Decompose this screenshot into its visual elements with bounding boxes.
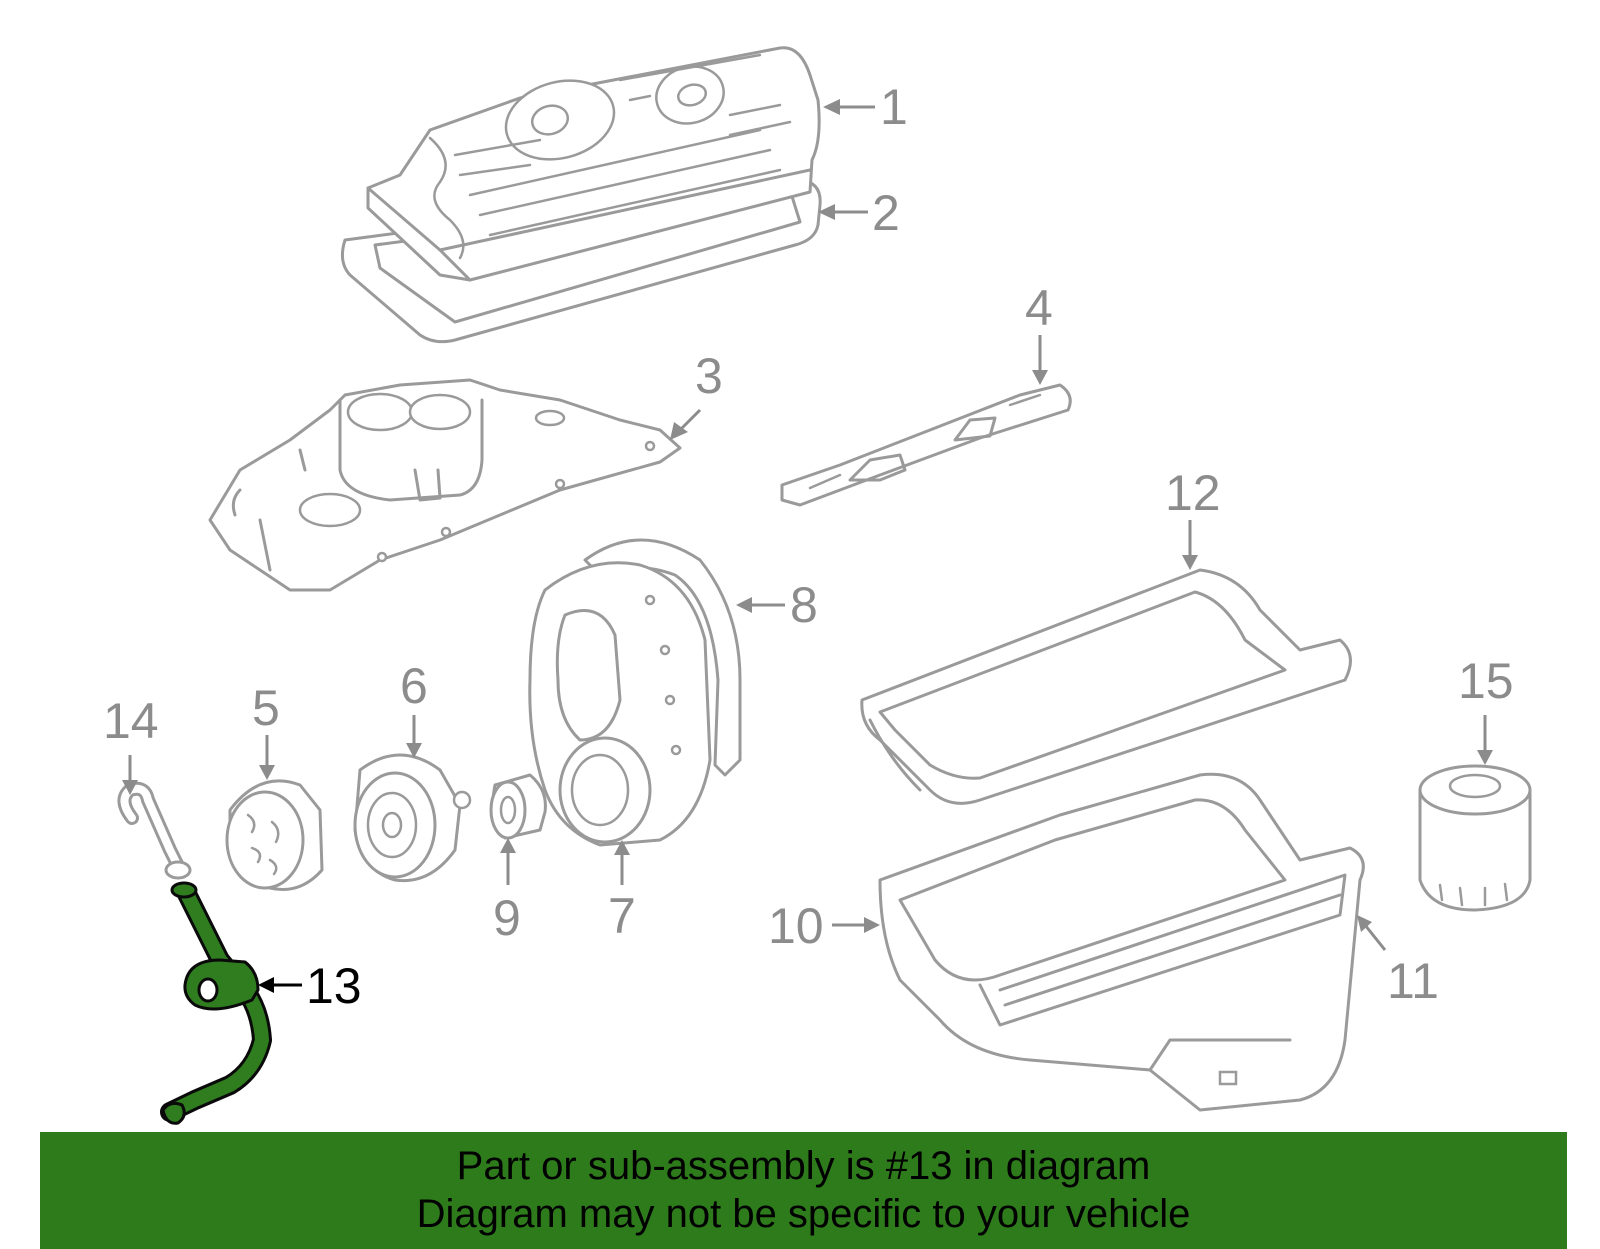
callout-3: 3 bbox=[695, 348, 723, 404]
part-10-oil-pan bbox=[878, 772, 1365, 1112]
part-1-valve-cover bbox=[366, 46, 821, 282]
part-8-timing-gasket bbox=[583, 538, 742, 777]
callout-9: 9 bbox=[493, 890, 521, 946]
callout-2: 2 bbox=[872, 185, 900, 241]
banner-text: Part or sub-assembly is #13 in diagram D… bbox=[40, 1142, 1567, 1238]
part-11-gasket-edge bbox=[1003, 893, 1342, 1007]
part-13-oil-pickup-tube[interactable] bbox=[160, 881, 272, 1125]
callout-14: 14 bbox=[103, 693, 159, 749]
callout-12: 12 bbox=[1165, 465, 1221, 521]
callout-7: 7 bbox=[608, 888, 636, 944]
banner-line-2: Diagram may not be specific to your vehi… bbox=[416, 1192, 1191, 1236]
callout-4: 4 bbox=[1025, 280, 1053, 336]
callout-6: 6 bbox=[400, 658, 428, 714]
part-6-pulley bbox=[353, 753, 472, 883]
part-3-intake-manifold bbox=[208, 378, 682, 592]
info-banner: Part or sub-assembly is #13 in diagram D… bbox=[40, 1132, 1567, 1249]
part-15-oil-filter bbox=[1418, 764, 1532, 912]
callout-10: 10 bbox=[768, 898, 824, 954]
callout-8: 8 bbox=[790, 577, 818, 633]
callout-labels: 1 2 3 4 12 8 15 14 5 6 9 7 10 11 13 bbox=[103, 79, 1514, 1014]
part-9-seal bbox=[489, 773, 547, 840]
callout-1: 1 bbox=[880, 79, 908, 135]
part-14-hose bbox=[117, 781, 192, 880]
callout-15: 15 bbox=[1458, 653, 1514, 709]
part-7-timing-cover bbox=[528, 561, 712, 847]
callout-11: 11 bbox=[1387, 953, 1439, 1009]
banner-line-1: Part or sub-assembly is #13 in diagram bbox=[456, 1144, 1151, 1188]
callout-5: 5 bbox=[252, 680, 280, 736]
part-12-oil-pan-gasket bbox=[860, 568, 1352, 805]
part-4-intake-gasket bbox=[780, 383, 1072, 507]
callout-leaders bbox=[122, 99, 1493, 993]
callout-13[interactable]: 13 bbox=[306, 958, 362, 1014]
part-5-pulley bbox=[225, 779, 324, 891]
